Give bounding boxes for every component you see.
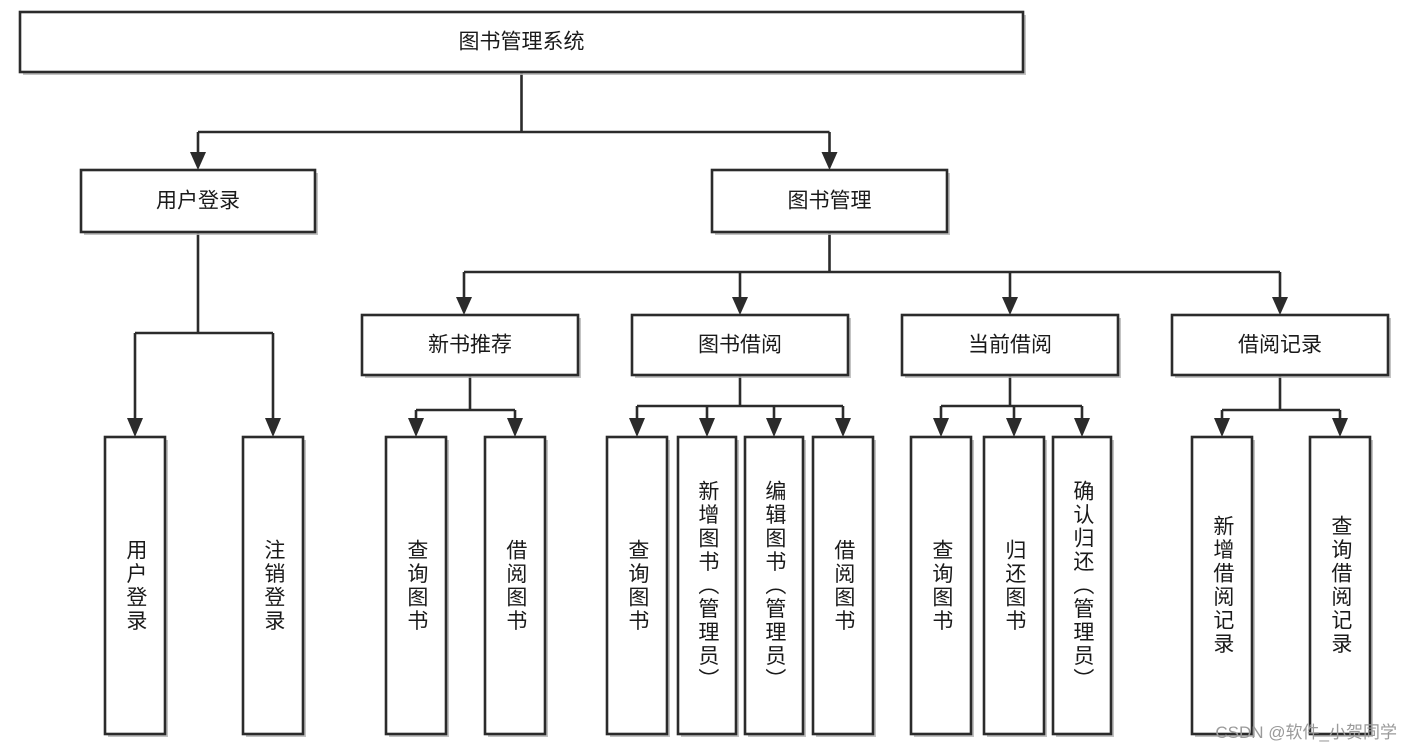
arrowhead-leaf-query-record xyxy=(1332,418,1348,437)
node-box-leaf-query-book-rec[interactable] xyxy=(384,435,448,736)
arrowhead-leaf-add-book xyxy=(699,418,715,437)
node-box-new-book-rec[interactable] xyxy=(360,313,580,377)
node-box-leaf-edit-book[interactable] xyxy=(743,435,805,736)
node-label-root: 图书管理系统 xyxy=(459,31,585,54)
node-box-book-borrow[interactable] xyxy=(630,313,850,377)
arrowhead-borrow-record xyxy=(1272,297,1288,315)
node-box-user-login[interactable] xyxy=(79,168,317,234)
arrowhead-leaf-query-book-cb xyxy=(933,418,949,437)
arrowhead-user-login xyxy=(190,152,206,170)
node-label-current-borrow: 当前借阅 xyxy=(968,334,1052,357)
arrowhead-current-borrow xyxy=(1002,297,1018,315)
node-box-leaf-query-book-bb[interactable] xyxy=(605,435,669,736)
arrowhead-leaf-query-book-rec xyxy=(408,418,424,437)
node-box-borrow-record[interactable] xyxy=(1170,313,1390,377)
node-layer xyxy=(18,10,1391,737)
arrowhead-leaf-logout xyxy=(265,418,281,437)
arrowhead-book-manage xyxy=(821,152,838,170)
node-box-leaf-add-book[interactable] xyxy=(676,435,738,736)
arrowhead-leaf-confirm-return xyxy=(1074,418,1090,437)
node-label-borrow-record: 借阅记录 xyxy=(1238,334,1322,357)
arrowhead-leaf-borrow-book-rec xyxy=(507,418,523,437)
node-box-leaf-logout[interactable] xyxy=(241,435,305,736)
connector-layer xyxy=(127,72,1348,437)
node-label-book-manage: 图书管理 xyxy=(788,190,872,213)
node-box-leaf-return-book[interactable] xyxy=(982,435,1046,736)
arrowhead-new-book-rec xyxy=(456,297,472,315)
node-box-leaf-user-login[interactable] xyxy=(103,435,167,736)
node-box-leaf-borrow-book-bb[interactable] xyxy=(811,435,875,736)
arrowhead-leaf-return-book xyxy=(1006,418,1022,437)
node-box-leaf-query-record[interactable] xyxy=(1308,435,1372,736)
arrowhead-leaf-edit-book xyxy=(766,418,782,437)
watermark-text: CSDN @软件_小贺同学 xyxy=(1215,723,1397,742)
node-label-new-book-rec: 新书推荐 xyxy=(428,334,512,357)
node-box-leaf-add-record[interactable] xyxy=(1190,435,1254,736)
node-label-book-borrow: 图书借阅 xyxy=(698,334,782,357)
arrowhead-leaf-borrow-book-bb xyxy=(835,418,851,437)
arrowhead-book-borrow xyxy=(732,297,748,315)
node-box-leaf-confirm-return[interactable] xyxy=(1051,435,1113,736)
node-box-root[interactable] xyxy=(18,10,1025,74)
node-label-user-login: 用户登录 xyxy=(156,190,240,213)
node-box-leaf-query-book-cb[interactable] xyxy=(909,435,973,736)
node-box-leaf-borrow-book-rec[interactable] xyxy=(483,435,547,736)
arrowhead-leaf-query-book-bb xyxy=(629,418,645,437)
arrowhead-leaf-add-record xyxy=(1214,418,1230,437)
arrowhead-leaf-user-login xyxy=(127,418,143,437)
node-box-current-borrow[interactable] xyxy=(900,313,1120,377)
node-box-book-manage[interactable] xyxy=(710,168,949,234)
